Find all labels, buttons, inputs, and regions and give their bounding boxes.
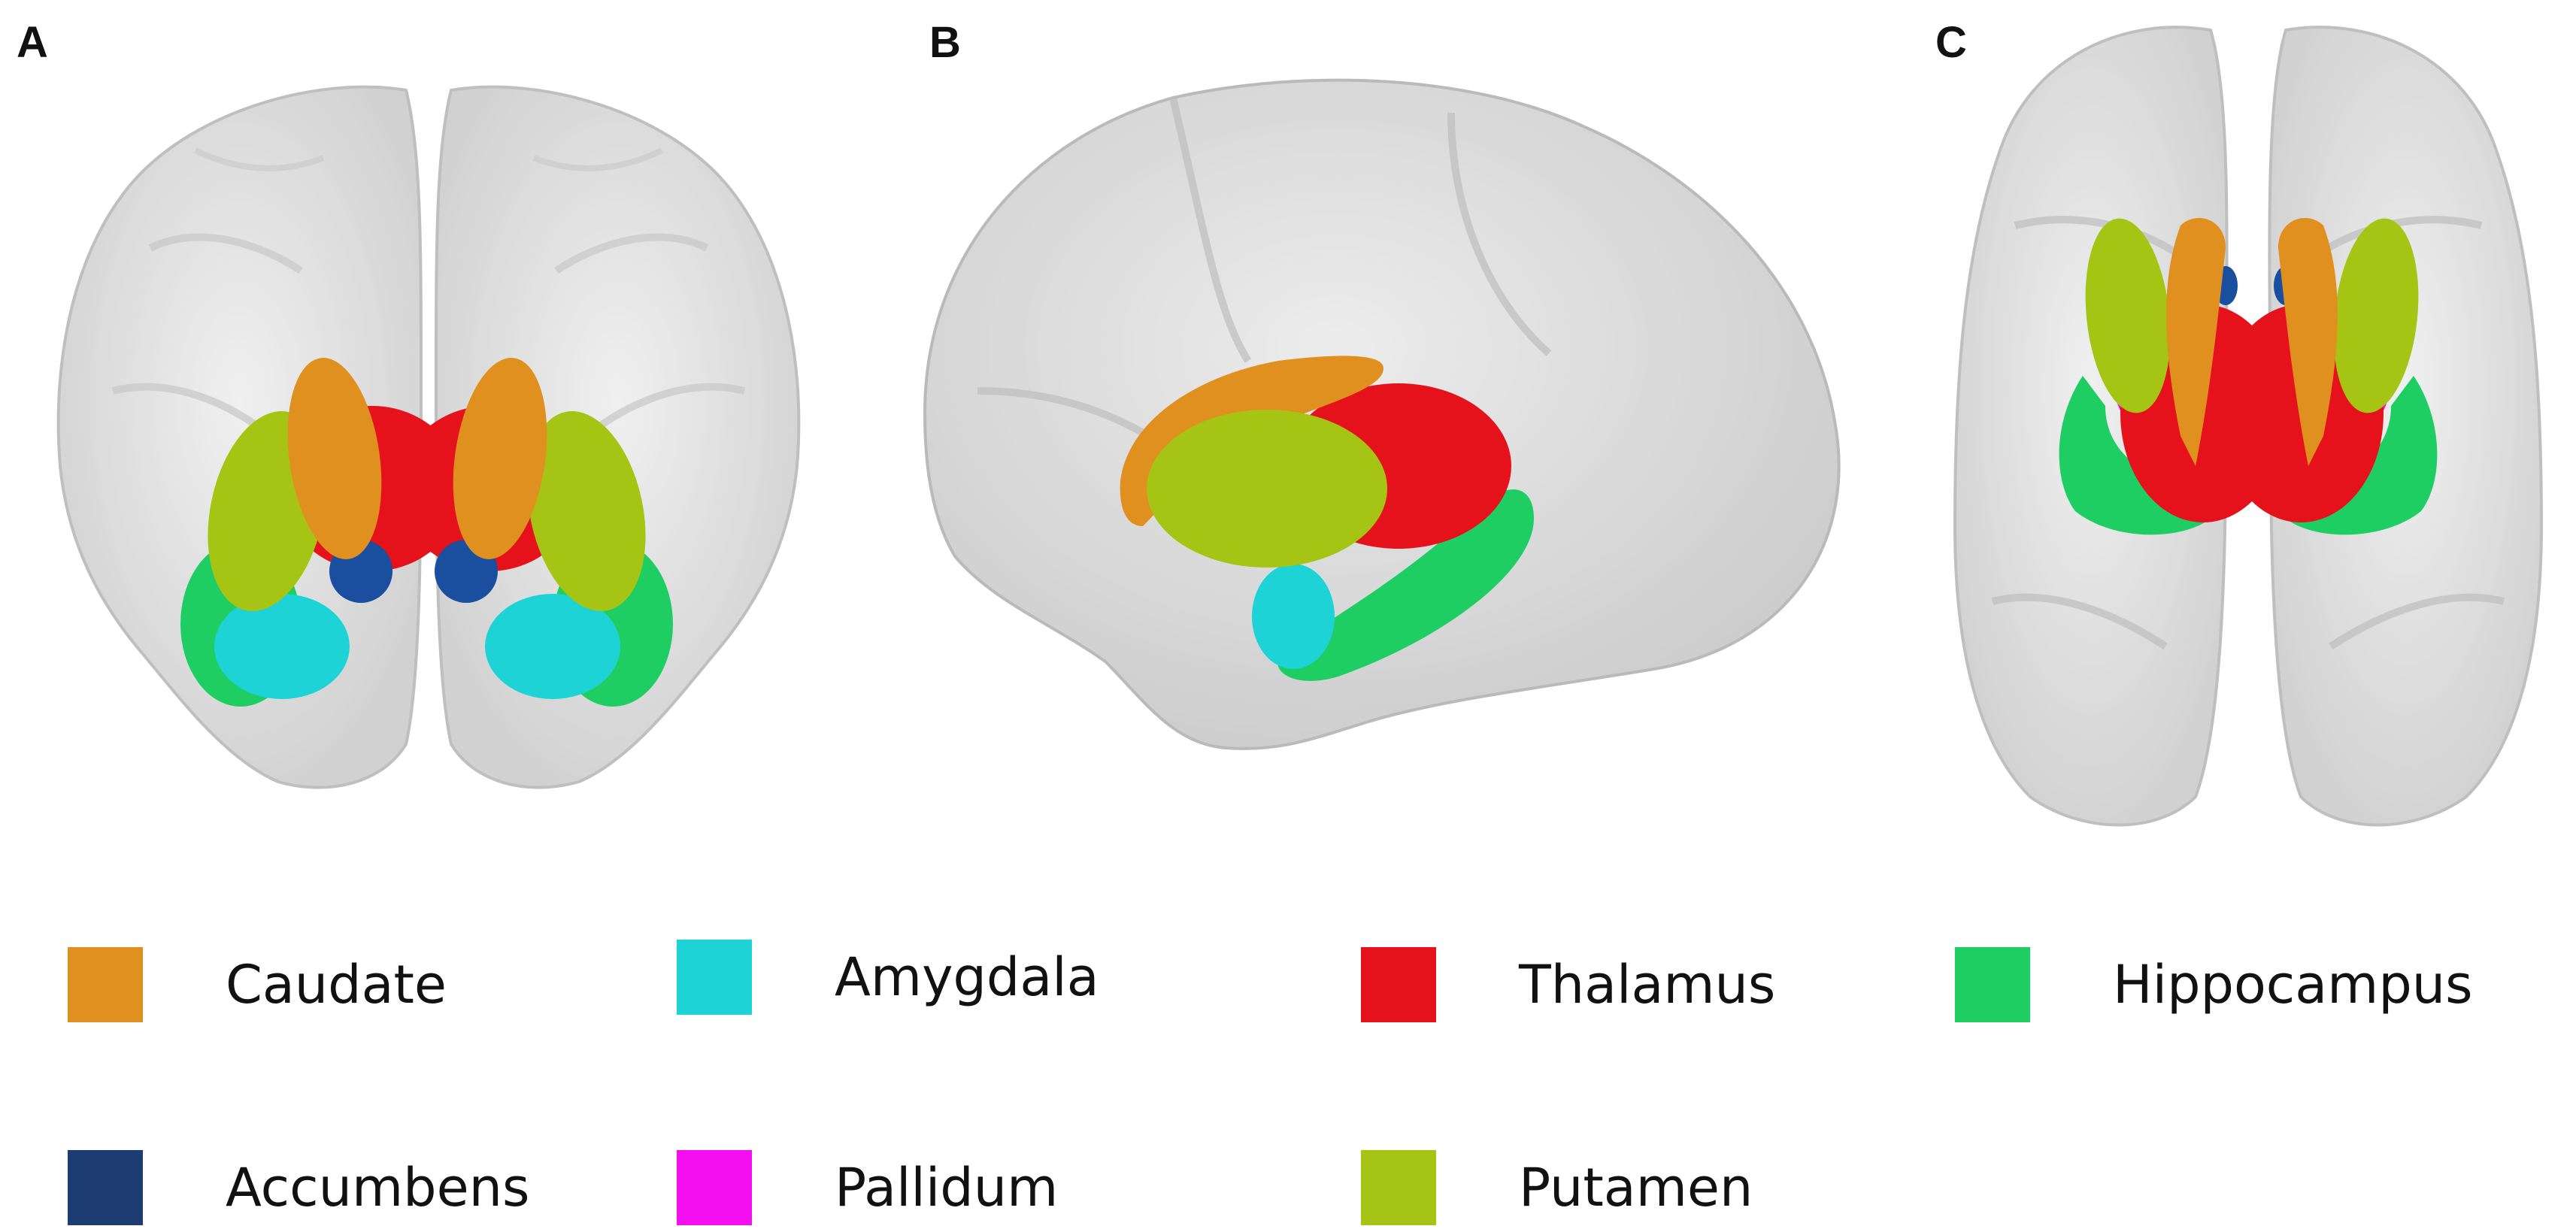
- panel-b-sagittal-view: [923, 78, 1841, 750]
- caudate-sagittal: [1120, 356, 1383, 526]
- caudate-right: [453, 358, 547, 559]
- putamen-right: [527, 411, 646, 611]
- amygdala-sagittal: [1252, 564, 1335, 669]
- amygdala-left: [214, 594, 350, 699]
- panel-label-c: C: [1935, 18, 1967, 67]
- panel-label-a: A: [17, 18, 48, 67]
- caudate-left: [287, 358, 382, 559]
- amygdala-right: [485, 594, 620, 699]
- panel-c-axial-view: [1953, 26, 2544, 827]
- putamen-axial-left: [2085, 218, 2171, 413]
- hippocampus-sagittal: [1277, 489, 1534, 681]
- caudate-axial-right: [2278, 218, 2338, 466]
- panel-label-b: B: [929, 18, 961, 67]
- putamen-sagittal: [1147, 410, 1387, 568]
- panel-a-coronal-view: [56, 85, 801, 789]
- putamen-axial-right: [2333, 218, 2419, 413]
- caudate-axial-left: [2166, 218, 2226, 466]
